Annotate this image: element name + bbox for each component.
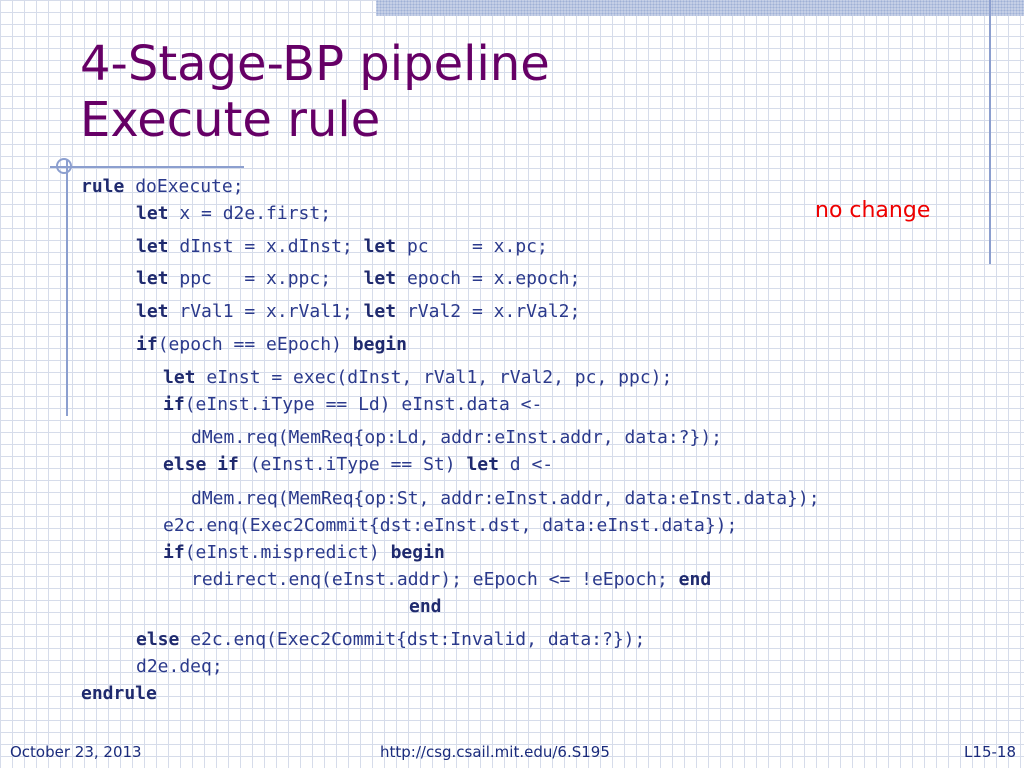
code-line: if(eInst.mispredict) begin (163, 542, 445, 564)
crosshair-ornament (56, 158, 72, 174)
code-keyword: rule (81, 176, 125, 197)
code-line: else e2c.enq(Exec2Commit{dst:Invalid, da… (136, 629, 645, 651)
code-text: doExecute; (124, 176, 244, 197)
code-keyword: let (136, 236, 169, 257)
slide-title: 4-Stage-BP pipeline Execute rule (80, 36, 550, 148)
code-keyword: end (409, 596, 442, 617)
code-line: let ppc = x.ppc; let epoch = x.epoch; (136, 268, 580, 290)
code-keyword: let (163, 367, 196, 388)
code-line: endrule (81, 683, 157, 705)
code-keyword: let (136, 268, 169, 289)
footer-url: http://csg.csail.mit.edu/6.S195 (380, 743, 610, 761)
code-text: epoch = x.epoch; (396, 268, 581, 289)
code-keyword: begin (352, 334, 407, 355)
code-line: let dInst = x.dInst; let pc = x.pc; (136, 236, 548, 258)
code-line: rule doExecute; (81, 176, 244, 198)
code-line: end (409, 596, 442, 618)
code-keyword: let (363, 236, 397, 257)
code-text: rVal2 = x.rVal2; (396, 301, 581, 322)
code-keyword: let (136, 203, 169, 224)
code-text: ppc = x.ppc; (168, 268, 364, 289)
code-keyword: let (363, 301, 397, 322)
code-keyword: end (678, 569, 712, 590)
footer-date: October 23, 2013 (10, 743, 142, 761)
slide-title-line-2: Execute rule (80, 92, 381, 148)
code-text: dMem.req(MemReq{op:St, addr:eInst.addr, … (191, 488, 820, 509)
code-text: e2c.enq(Exec2Commit{dst:eInst.dst, data:… (163, 515, 738, 536)
code-line: d2e.deq; (136, 656, 223, 678)
code-line: e2c.enq(Exec2Commit{dst:eInst.dst, data:… (163, 515, 737, 537)
code-keyword: else if (163, 454, 239, 475)
code-text: dMem.req(MemReq{op:Ld, addr:eInst.addr, … (191, 427, 723, 448)
code-text: rVal1 = x.rVal1; (168, 301, 364, 322)
code-line: let rVal1 = x.rVal1; let rVal2 = x.rVal2… (136, 301, 580, 323)
code-keyword: if (136, 334, 158, 355)
code-keyword: let (466, 454, 499, 475)
code-text: x = d2e.first; (168, 203, 332, 224)
code-line: dMem.req(MemReq{op:Ld, addr:eInst.addr, … (191, 427, 722, 449)
title-underline-rule (50, 166, 244, 168)
code-text: (eInst.iType == St) (238, 454, 467, 475)
code-text: d2e.deq; (136, 656, 223, 677)
code-text: eInst = exec(dInst, rVal1, rVal2, pc, pp… (195, 367, 673, 388)
code-text: redirect.enq(eInst.addr); eEpoch <= !eEp… (191, 569, 679, 590)
code-line: redirect.enq(eInst.addr); eEpoch <= !eEp… (191, 569, 711, 591)
code-text: d <- (498, 454, 554, 475)
code-keyword: let (363, 268, 397, 289)
footer-slide-number: L15-18 (964, 743, 1016, 761)
code-line: if(eInst.iType == Ld) eInst.data <- (163, 394, 542, 416)
code-text: (eInst.iType == Ld) eInst.data <- (184, 394, 543, 415)
code-keyword: begin (390, 542, 445, 563)
code-text: e2c.enq(Exec2Commit{dst:Invalid, data:?}… (179, 629, 646, 650)
code-keyword: else (136, 629, 180, 650)
left-decorative-rule (66, 160, 68, 416)
code-text: (epoch == eEpoch) (157, 334, 353, 355)
code-line: if(epoch == eEpoch) begin (136, 334, 407, 356)
code-line: let x = d2e.first; (136, 203, 331, 225)
code-line: let eInst = exec(dInst, rVal1, rVal2, pc… (163, 367, 672, 389)
code-line: else if (eInst.iType == St) let d <- (163, 454, 553, 476)
code-keyword: if (163, 394, 185, 415)
code-text: (eInst.mispredict) (184, 542, 391, 563)
code-text: pc = x.pc; (396, 236, 548, 257)
no-change-note: no change (815, 198, 931, 223)
slide-title-line-1: 4-Stage-BP pipeline (80, 36, 550, 92)
code-text: dInst = x.dInst; (168, 236, 364, 257)
code-keyword: if (163, 542, 185, 563)
code-keyword: let (136, 301, 169, 322)
code-line: dMem.req(MemReq{op:St, addr:eInst.addr, … (191, 488, 820, 510)
right-decorative-rule (989, 0, 991, 264)
top-decorative-band (376, 0, 1024, 16)
code-keyword: endrule (81, 683, 157, 704)
